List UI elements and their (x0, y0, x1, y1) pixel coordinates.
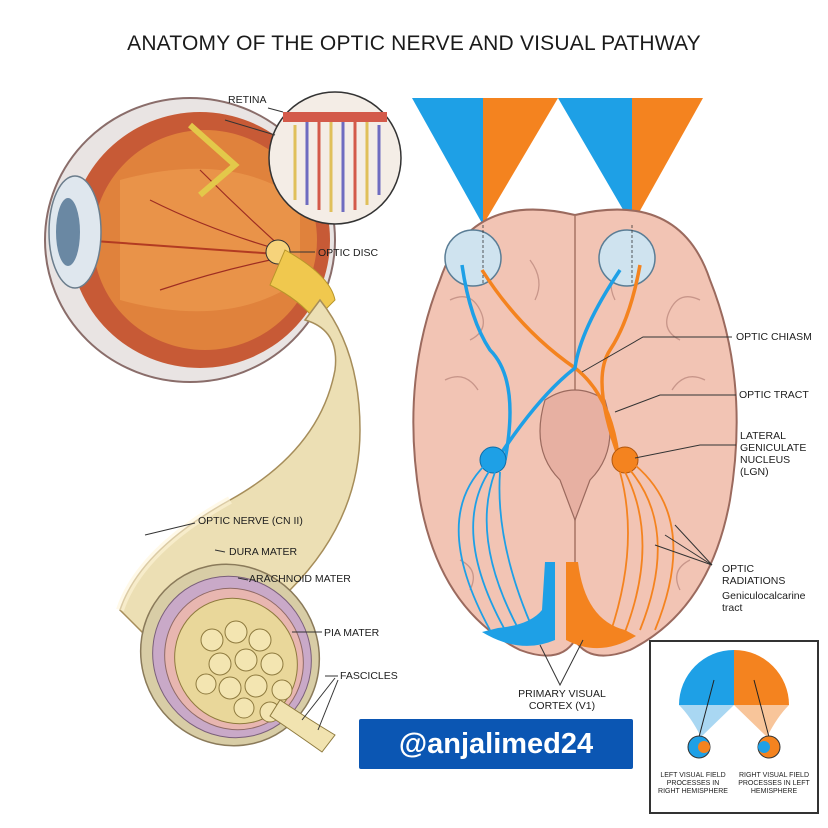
label-optic-chiasm: OPTIC CHIASM (736, 331, 812, 343)
v1-left (482, 562, 555, 646)
inset-left-caption: LEFT VISUAL FIELD PROCESSES IN RIGHT HEM… (658, 772, 728, 795)
retina-zoom (224, 91, 402, 225)
label-pia-mater: PIA MATER (324, 627, 380, 639)
visual-field-inset: LEFT VISUAL FIELD PROCESSES IN RIGHT HEM… (649, 640, 819, 814)
label-lgn: LATERAL GENICULATE NUCLEUS (LGN) (740, 430, 807, 478)
inset-right-caption: RIGHT VISUAL FIELD PROCESSES IN LEFT HEM… (738, 772, 810, 795)
label-optic-radiations: OPTIC RADIATIONS (722, 563, 786, 587)
inset-diagram (679, 650, 789, 759)
label-optic-tract: OPTIC TRACT (739, 389, 809, 401)
label-arachnoid-mater: ARACHNOID MATER (249, 573, 351, 585)
watermark-handle: @anjalimed24 (359, 719, 633, 769)
optic-nerve (116, 298, 361, 753)
label-optic-nerve: OPTIC NERVE (CN II) (198, 515, 303, 527)
label-primary-visual-cortex: PRIMARY VISUAL CORTEX (V1) (518, 688, 606, 712)
label-optic-disc: OPTIC DISC (318, 247, 379, 259)
label-retina: RETINA (228, 94, 267, 106)
label-dura-mater: DURA MATER (229, 546, 298, 558)
label-fascicles: FASCICLES (340, 670, 398, 682)
visual-pathways (457, 264, 675, 635)
label-geniculocalcarine: Geniculocalcarine tract (722, 590, 806, 614)
page-title: ANATOMY OF THE OPTIC NERVE AND VISUAL PA… (127, 32, 701, 55)
brain (412, 208, 738, 657)
v1-right (566, 562, 636, 649)
visual-field-cones (412, 98, 703, 225)
eyeball (44, 97, 336, 383)
